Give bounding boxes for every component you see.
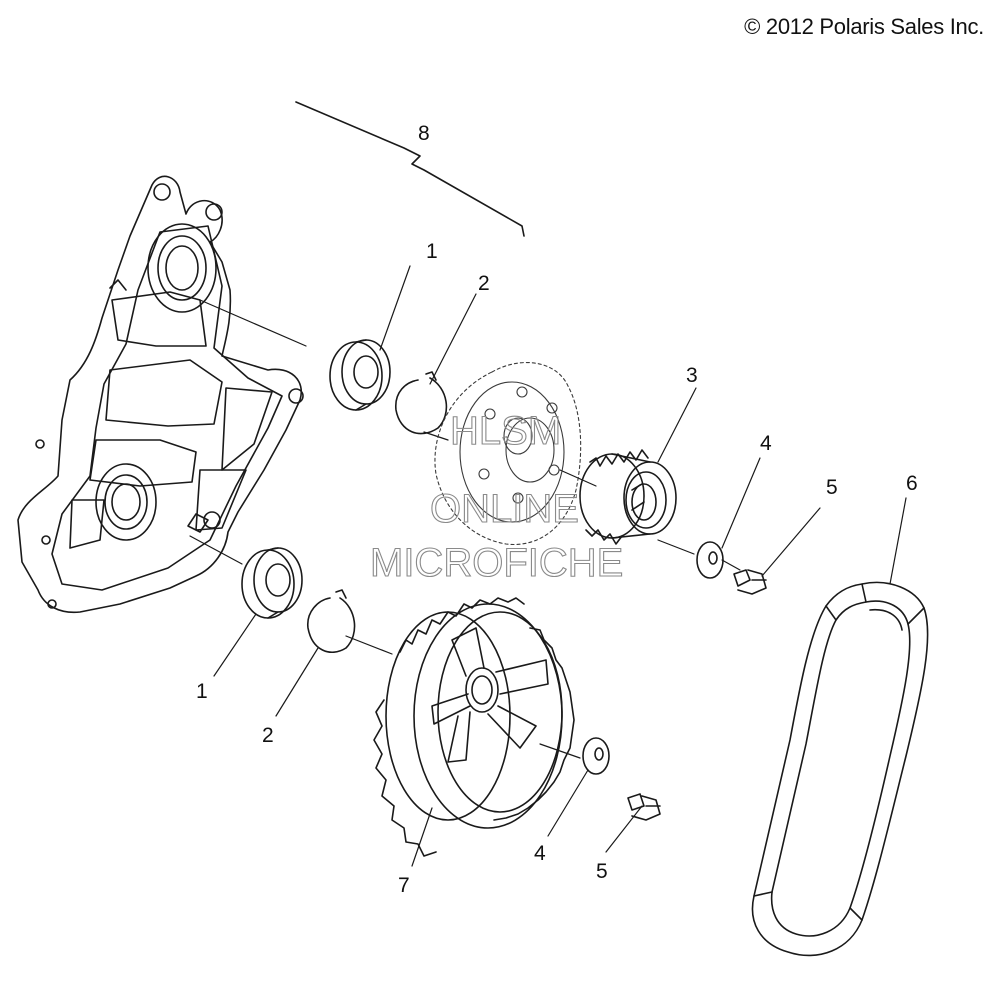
watermark-line-1: HLSM [450,409,561,453]
callout-6: 6 [906,472,918,495]
callout-3: 3 [686,364,698,387]
leader-lines [189,265,907,867]
lower-bearing [241,547,303,619]
upper-bolt [733,569,767,595]
upper-snap-ring [395,377,448,435]
upper-washer [696,541,724,579]
callout-labels: 8 1 2 3 4 5 6 1 2 7 4 5 [196,122,918,897]
callout-2-upper: 2 [478,272,490,295]
callout-4-upper: 4 [760,432,772,455]
callout-5-upper: 5 [826,476,838,499]
callout-4-lower: 4 [534,842,546,865]
lower-bolt [627,793,661,821]
lower-snap-ring [307,597,356,653]
upper-bearing [329,339,391,411]
copyright-notice: © 2012 Polaris Sales Inc. [744,14,984,39]
large-sprocket [373,597,575,857]
small-sprocket [579,449,677,545]
watermark-line-2: ONLINE [430,487,579,531]
watermark-line-3: MICROFICHE [370,541,623,585]
callout-1-lower: 1 [196,680,208,703]
lower-snap-ring-tab [335,589,347,599]
upper-snap-ring-tab [425,371,437,381]
callout-8: 8 [418,122,430,145]
group-bracket [295,101,525,237]
drive-sprocket-ghost [434,361,582,546]
callout-5-lower: 5 [596,860,608,883]
drive-belt [751,581,929,957]
callout-1-upper: 1 [426,240,438,263]
chaincase-housing [17,175,304,614]
lower-washer [582,737,610,775]
watermark: HLSM ONLINE MICROFICHE [369,408,623,585]
callout-2-lower: 2 [262,724,274,747]
callout-7: 7 [398,874,410,897]
